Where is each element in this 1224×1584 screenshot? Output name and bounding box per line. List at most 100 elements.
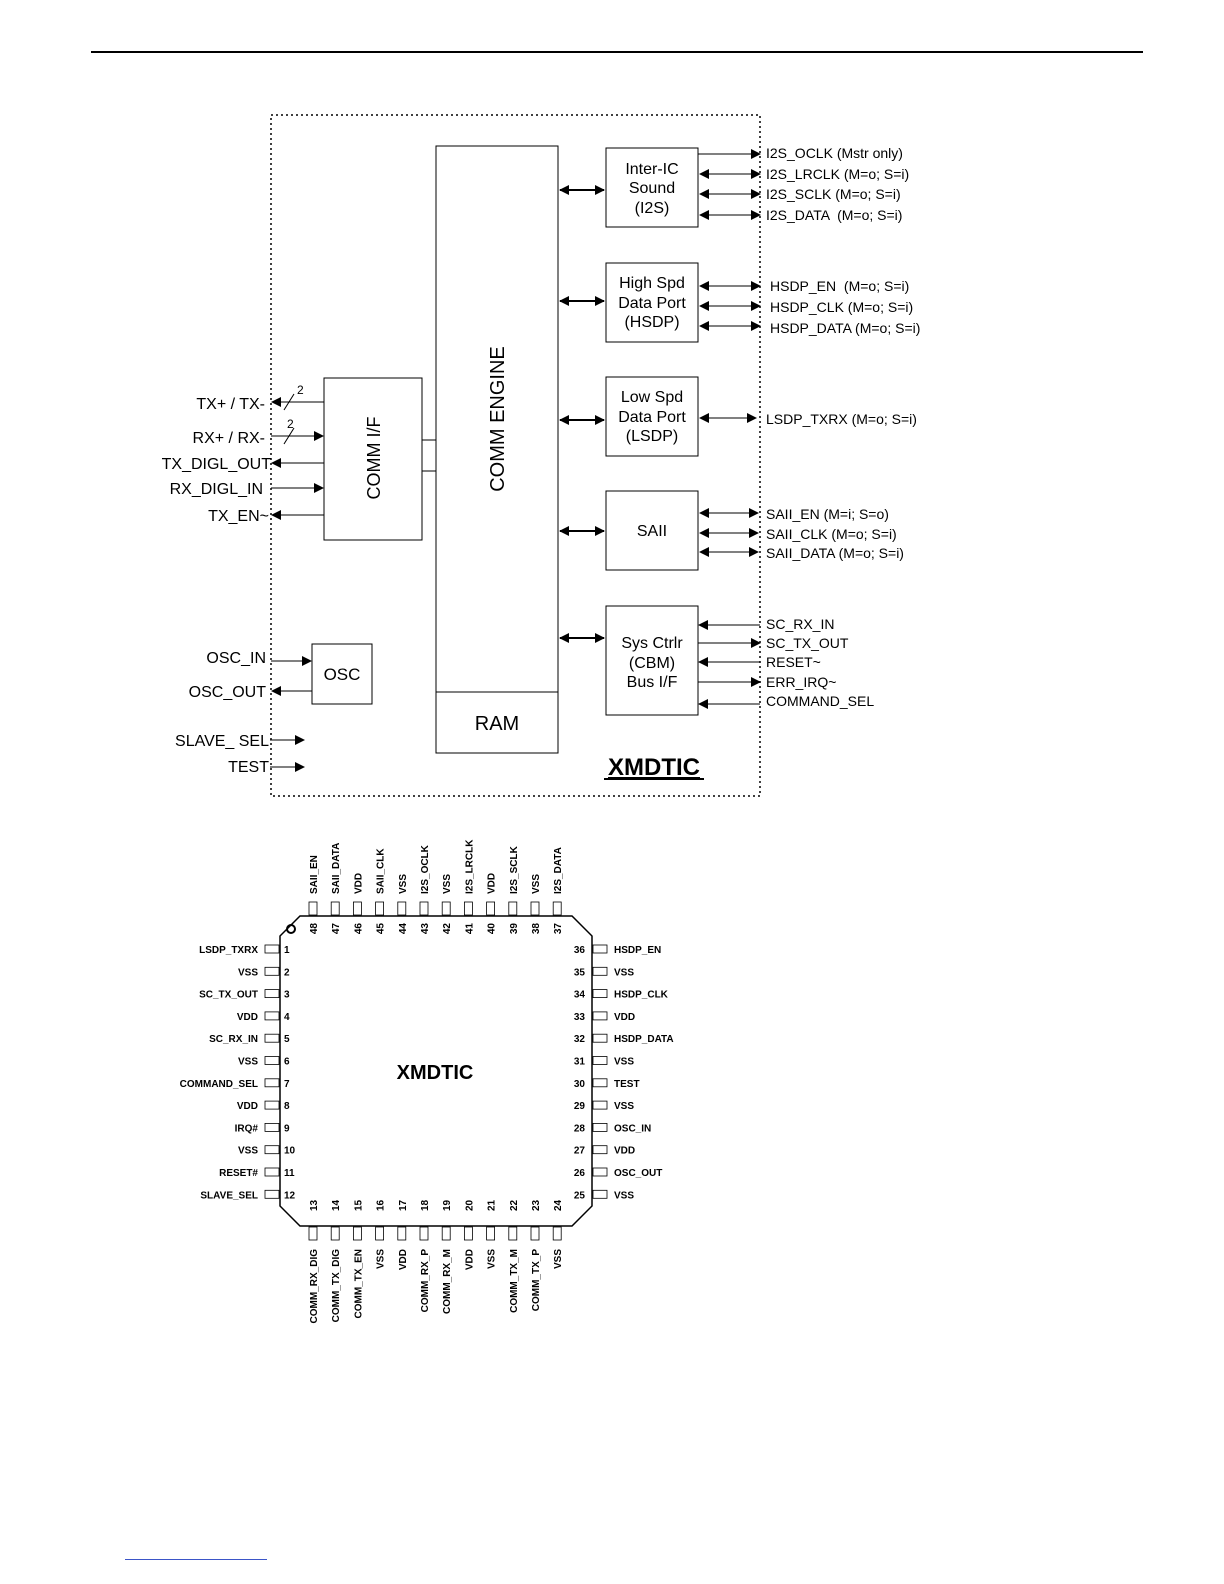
pin-33: 33 VDD [574,1011,635,1023]
pin-name: VDD [237,1012,258,1023]
lsdp-label-line3: (LSDP) [626,428,678,445]
pin-name: VSS [398,874,409,894]
pin-name: VSS [238,1057,258,1068]
pin-name: HSDP_DATA [614,1034,674,1045]
pin-pad [264,989,280,998]
pin-pad [552,901,562,916]
pin-pad [592,1145,608,1155]
tx-en-label: TX_EN~ [208,508,269,525]
pin-name: VSS [531,874,542,894]
pin-number: 6 [284,1057,290,1068]
hsdp-signal-2: HSDP_DATA (M=o; S=i) [770,320,920,336]
pin-name: TEST [614,1079,640,1090]
pin-number: 40 [487,923,498,935]
pin-39: 39 I2S_SCLK [508,845,520,935]
pin-name: VDD [237,1101,258,1112]
pin-name: SC_RX_IN [209,1034,258,1045]
pin-name: SLAVE_SEL [200,1190,258,1201]
pin-number: 42 [442,923,453,935]
test-label: TEST [228,759,269,776]
pin-number: 9 [284,1123,290,1134]
pin-number: 33 [574,1012,586,1023]
pin-pad [486,1226,496,1241]
pin-name: VDD [353,873,364,894]
pin-pad [264,1011,280,1021]
pin-name: VSS [614,1101,634,1112]
pin-number: 43 [420,923,431,935]
pin-name: COMM_TX_EN [353,1249,364,1318]
pin-name: COMM_TX_P [531,1249,542,1312]
pin-name: VDD [614,1012,635,1023]
pin-number: 26 [574,1168,586,1179]
comm-if-label: COMM I/F [364,417,384,500]
pin-name: RESET# [219,1168,258,1179]
block-diagram: COMM ENGINE RAM COMM I/F OSC Inter-IC So… [162,114,920,797]
sys-label-line2: (CBM) [629,655,675,672]
pin-pad [352,1226,362,1241]
pin-number: 31 [574,1057,586,1068]
pin-name: HSDP_CLK [614,990,669,1001]
pin-name: I2S_OCLK [420,844,431,894]
pin-pad [375,1226,385,1241]
pin-number: 27 [574,1146,586,1157]
pins-layer: 1LSDP_TXRX2VSS3SC_TX_OUT4VDD5SC_RX_IN6VS… [180,839,674,1324]
pin-number: 11 [284,1168,295,1179]
pin-pad [441,1226,451,1241]
i2s-signal-0: I2S_OCLK (Mstr only) [766,145,903,161]
pin-number: 41 [464,923,475,935]
pin-number: 1 [284,945,290,956]
pin-pad [264,1123,280,1132]
pin-name: COMM_RX_DIG [309,1249,320,1324]
comm-engine-label: COMM ENGINE [487,346,509,492]
pin-number: 39 [509,923,520,935]
lsdp-label-line1: Low Spd [621,389,683,406]
pin-5: 5SC_RX_IN [209,1033,290,1045]
pinout-chip-label: XMDTIC [397,1062,474,1084]
pin-name: COMM_RX_M [442,1249,453,1314]
pin-pad [375,901,385,916]
pin-pad [592,1056,608,1065]
pin-pad [264,1078,280,1088]
pin-name: COMM_RX_P [420,1249,431,1313]
tx-bus-slash [283,393,295,411]
pin-number: 48 [309,923,320,935]
saii-label: SAII [637,523,667,540]
pin-pad [419,901,429,916]
pin-pad [330,901,340,916]
pin-number: 45 [376,923,387,935]
i2s-label-line3: (I2S) [635,200,670,217]
pin-number: 12 [284,1190,296,1201]
rx-bus-width: 2 [287,417,294,431]
comm-if-block [323,377,423,541]
pin-pad [352,901,362,916]
pin-pad [508,1226,518,1241]
pin-pad [552,1226,562,1241]
pin-pad [264,1167,280,1177]
i2s-label-line2: Sound [629,180,675,197]
saii-signal-0: SAII_EN (M=i; S=o) [766,506,889,522]
pin-name: COMM_TX_DIG [331,1249,342,1323]
ram-label: RAM [475,713,519,735]
pin-43: 43 I2S_OCLK [419,844,431,935]
pin-pad [397,901,407,916]
pin-name: I2S_SCLK [509,845,520,894]
pin-pad [264,1189,280,1199]
sys-signal-0: SC_RX_IN [766,616,834,632]
